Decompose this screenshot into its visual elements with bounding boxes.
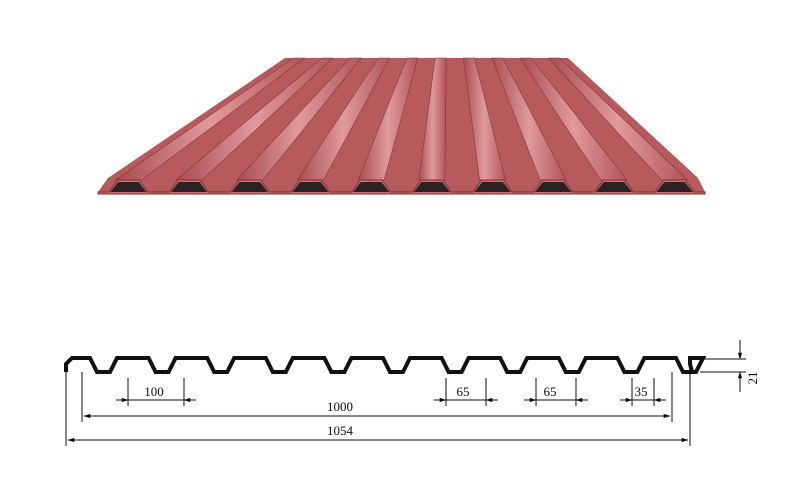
sheet-opening-shadow xyxy=(231,182,268,192)
extension-lines xyxy=(65,372,691,446)
sheet-rib xyxy=(547,57,689,181)
sheet-rib xyxy=(519,57,628,181)
sheet-rib xyxy=(175,57,334,181)
sheet-rib xyxy=(114,57,306,181)
sheet-opening-shadow xyxy=(352,182,390,192)
height-label: 21 xyxy=(745,372,760,385)
sheet-rib xyxy=(463,57,506,181)
dimension-35-label: 35 xyxy=(635,384,648,399)
sheet-front-shadows xyxy=(110,182,693,192)
sheet-ribs xyxy=(114,57,689,181)
sheet-opening-shadow xyxy=(413,182,451,192)
dimension-65-a-label: 65 xyxy=(457,384,470,399)
sheet-rib xyxy=(236,57,362,181)
sheet-opening-shadow xyxy=(110,182,147,192)
sheet-opening-shadow xyxy=(474,182,511,192)
sheet-opening-shadow xyxy=(595,182,633,192)
sheet-rib xyxy=(296,57,391,181)
dimension-65-b-label: 65 xyxy=(544,384,557,399)
dimension-100-label: 100 xyxy=(144,384,164,399)
sheet-opening-shadow xyxy=(656,182,693,192)
dimension-1000-label: 1000 xyxy=(327,399,353,414)
sheet-rib xyxy=(491,57,567,181)
dimension-1054-label: 1054 xyxy=(327,423,354,438)
profile-line xyxy=(64,356,707,374)
sheet-opening-shadow xyxy=(535,182,572,192)
profile-section xyxy=(64,356,707,374)
height-dimension xyxy=(700,340,746,392)
sheet-opening-shadow xyxy=(292,182,329,192)
sheet-rib xyxy=(357,57,419,181)
sheet-opening-shadow xyxy=(170,182,208,192)
sheet-rib xyxy=(418,57,447,181)
sheet-illustration xyxy=(97,57,706,195)
